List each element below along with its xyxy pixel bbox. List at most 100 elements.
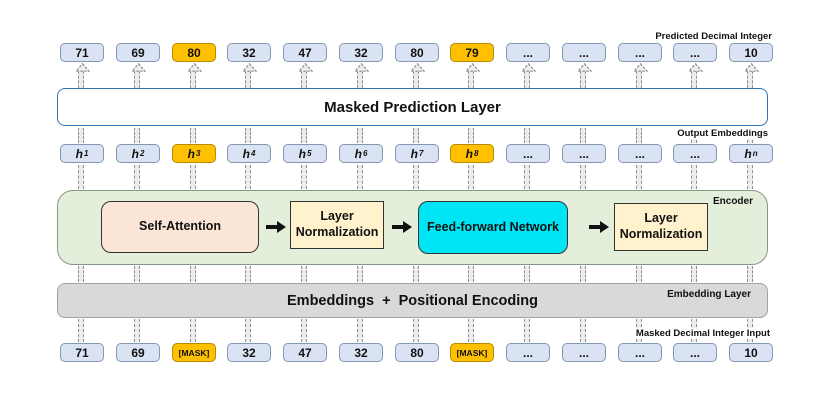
dashed-connector bbox=[413, 266, 419, 282]
dashed-connector bbox=[245, 266, 251, 282]
dashed-connector bbox=[691, 165, 697, 189]
masked-prediction-layer-title: Masked Prediction Layer bbox=[324, 98, 501, 116]
feed-forward-network-block: Feed-forward Network bbox=[418, 201, 568, 254]
embedding-layer-label: Embedding Layer bbox=[667, 289, 751, 300]
input-token-1: 71 bbox=[60, 343, 104, 362]
predicted-token-4: 32 bbox=[227, 43, 271, 62]
input-token-8: [MASK] bbox=[450, 343, 494, 362]
input-token-13: 10 bbox=[729, 343, 773, 362]
predicted-token-3: 80 bbox=[172, 43, 216, 62]
dashed-connector bbox=[134, 319, 140, 342]
dashed-connector bbox=[78, 266, 84, 282]
flow-arrow-icon bbox=[392, 221, 412, 233]
predicted-token-9: ... bbox=[506, 43, 550, 62]
dashed-connector bbox=[691, 266, 697, 282]
dashed-connector bbox=[747, 266, 753, 282]
dashed-connector bbox=[413, 165, 419, 189]
dashed-connector bbox=[245, 128, 251, 143]
dashed-connector bbox=[301, 266, 307, 282]
dashed-connector bbox=[636, 165, 642, 189]
dashed-connector bbox=[78, 165, 84, 189]
dashed-connector bbox=[468, 71, 474, 88]
predicted-token-1: 71 bbox=[60, 43, 104, 62]
up-arrowhead-icon bbox=[74, 63, 90, 72]
input-token-2: 69 bbox=[116, 343, 160, 362]
layer-normalization-block-2: Layer Normalization bbox=[614, 203, 708, 251]
dashed-connector bbox=[580, 71, 586, 88]
hidden-state-token-10: ... bbox=[562, 144, 606, 163]
dashed-connector bbox=[78, 71, 84, 88]
dashed-connector bbox=[190, 319, 196, 342]
up-arrowhead-icon bbox=[576, 63, 592, 72]
dashed-connector bbox=[636, 71, 642, 88]
dashed-connector bbox=[636, 266, 642, 282]
dashed-connector bbox=[301, 165, 307, 189]
dashed-connector bbox=[190, 165, 196, 189]
dashed-connector bbox=[580, 128, 586, 143]
hidden-state-token-12: ... bbox=[673, 144, 717, 163]
masked-decimal-integer-input-label: Masked Decimal Integer Input bbox=[633, 328, 772, 339]
up-arrowhead-icon bbox=[186, 63, 202, 72]
dashed-connector bbox=[134, 128, 140, 143]
dashed-connector bbox=[524, 266, 530, 282]
dashed-connector bbox=[524, 165, 530, 189]
dashed-connector bbox=[301, 319, 307, 342]
flow-arrow-icon bbox=[266, 221, 286, 233]
dashed-connector bbox=[580, 165, 586, 189]
dashed-connector bbox=[468, 128, 474, 143]
layer-normalization-block-1: Layer Normalization bbox=[290, 201, 384, 249]
predicted-token-8: 79 bbox=[450, 43, 494, 62]
dashed-connector bbox=[190, 128, 196, 143]
encoder-label: Encoder bbox=[712, 196, 753, 207]
predicted-token-12: ... bbox=[673, 43, 717, 62]
output-embeddings-label: Output Embeddings bbox=[675, 128, 770, 139]
up-arrowhead-icon bbox=[241, 63, 257, 72]
input-token-4: 32 bbox=[227, 343, 271, 362]
dashed-connector bbox=[245, 165, 251, 189]
predicted-decimal-integer-label: Predicted Decimal Integer bbox=[653, 31, 774, 42]
up-arrowhead-icon bbox=[297, 63, 313, 72]
dashed-connector bbox=[357, 319, 363, 342]
dashed-connector bbox=[301, 128, 307, 143]
embedding-layer-box: Embedding Layer Embeddings + Positional … bbox=[57, 283, 768, 318]
dashed-connector bbox=[636, 128, 642, 143]
dashed-connector bbox=[580, 266, 586, 282]
up-arrowhead-icon bbox=[130, 63, 146, 72]
dashed-connector bbox=[524, 71, 530, 88]
up-arrowhead-icon bbox=[464, 63, 480, 72]
predicted-token-2: 69 bbox=[116, 43, 160, 62]
dashed-connector bbox=[413, 128, 419, 143]
predicted-token-7: 80 bbox=[395, 43, 439, 62]
dashed-connector bbox=[301, 71, 307, 88]
dashed-connector bbox=[468, 319, 474, 342]
dashed-connector bbox=[357, 165, 363, 189]
dashed-connector bbox=[524, 128, 530, 143]
up-arrowhead-icon bbox=[632, 63, 648, 72]
dashed-connector bbox=[524, 319, 530, 342]
dashed-connector bbox=[134, 266, 140, 282]
dashed-connector bbox=[413, 71, 419, 88]
input-token-5: 47 bbox=[283, 343, 327, 362]
dashed-connector bbox=[357, 71, 363, 88]
up-arrowhead-icon bbox=[743, 63, 759, 72]
dashed-connector bbox=[190, 71, 196, 88]
dashed-connector bbox=[413, 319, 419, 342]
dashed-connector bbox=[190, 266, 196, 282]
dashed-connector bbox=[468, 165, 474, 189]
up-arrowhead-icon bbox=[520, 63, 536, 72]
up-arrowhead-icon bbox=[353, 63, 369, 72]
input-token-11: ... bbox=[618, 343, 662, 362]
input-token-6: 32 bbox=[339, 343, 383, 362]
hidden-state-token-11: ... bbox=[618, 144, 662, 163]
input-token-3: [MASK] bbox=[172, 343, 216, 362]
encoder-box: Encoder Self-Attention Layer Normalizati… bbox=[57, 190, 768, 265]
